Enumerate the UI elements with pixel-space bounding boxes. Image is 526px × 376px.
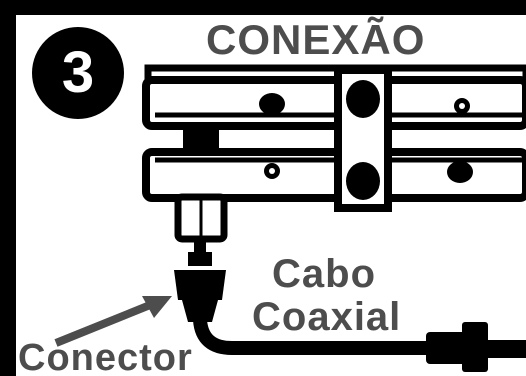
cable-end-plug	[426, 332, 472, 364]
connector-nut-top	[188, 252, 212, 266]
rail-hole-1-center	[459, 103, 465, 109]
step-number: 3	[61, 40, 95, 105]
connector-pointer-arrowhead	[142, 296, 172, 318]
mast-post	[183, 126, 219, 152]
cable-label-line2: Coaxial	[252, 295, 402, 339]
rail-hole-2-center	[269, 168, 275, 174]
rail-screw-2	[447, 161, 473, 183]
frame-top-border	[0, 0, 526, 15]
clamp-bolt-top	[346, 80, 380, 118]
connector-pointer-line	[54, 299, 157, 347]
step-number-badge: 3	[32, 27, 124, 119]
rail-screw-1	[259, 93, 285, 115]
frame-left-border	[0, 0, 16, 376]
diagram-title: CONEXÃO	[206, 16, 426, 63]
cable-label-line1: Cabo	[272, 252, 376, 296]
connector-label: Conector	[18, 337, 193, 376]
connector-hex-nut	[174, 270, 226, 300]
cable-end-plug-nut	[462, 322, 488, 372]
clamp-bolt-bottom	[346, 162, 380, 200]
coaxial-cable	[193, 319, 430, 355]
connector-crimp-sleeve	[182, 300, 218, 322]
cable-end-plug-tip	[486, 340, 526, 358]
